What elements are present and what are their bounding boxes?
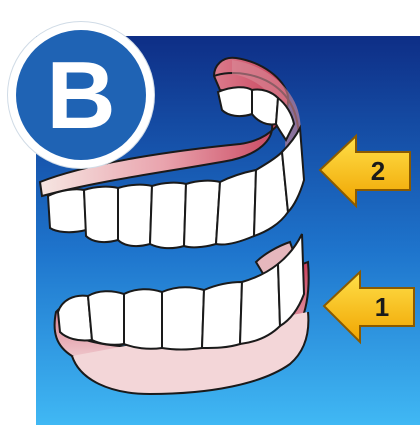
upper-tooth [46,188,88,234]
lower-tooth [86,290,125,346]
lower-tooth [276,233,306,328]
lower-denture [53,233,310,396]
upper-tooth [280,124,306,215]
badge-letter: B [46,42,116,149]
upper-tooth [274,96,296,142]
arrow-1-shape [322,269,415,345]
upper-tooth [214,168,258,246]
upper-tooth [82,185,119,244]
arrow-1: 1 [322,269,415,345]
arrow-1-label: 1 [375,292,389,322]
arrow-2-shape [318,133,411,209]
arrow-2: 2 [318,133,411,209]
upper-tooth [216,86,253,118]
badge: B [8,22,154,168]
lower-tooth [123,288,163,350]
upper-denture [38,56,306,250]
upper-tooth [251,88,280,126]
upper-tooth [117,183,154,248]
lower-tooth [56,294,94,342]
lower-tooth [161,286,206,351]
upper-tooth [148,181,188,250]
lower-tooth [200,280,244,350]
upper-teeth [46,86,306,250]
lower-teeth [56,233,306,351]
arrow-2-label: 2 [371,156,385,186]
badge-circle: B [16,30,146,160]
upper-tooth [182,179,222,249]
